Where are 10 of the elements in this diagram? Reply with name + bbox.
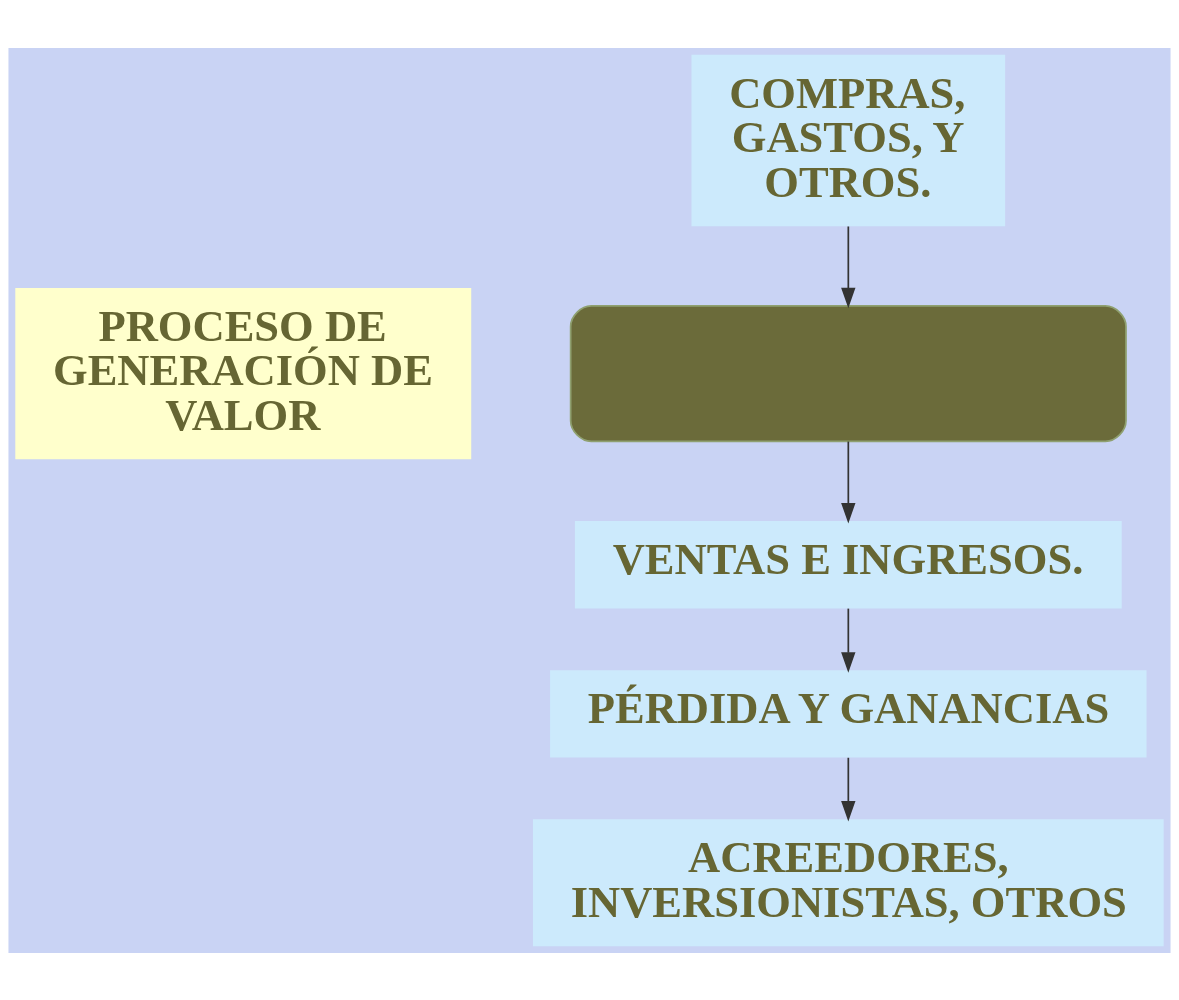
- arrow: [841, 756, 856, 821]
- arrow: [841, 440, 856, 523]
- arrow: [841, 607, 856, 673]
- node-box: VENTAS E INGRESOS.: [574, 520, 1122, 608]
- node-box: PROCESO DE GENERACIÓN DE VALOR: [15, 287, 472, 459]
- arrow: [841, 225, 856, 308]
- node-box: COMPRAS, GASTOS, Y OTROS.: [691, 54, 1006, 226]
- node-box: PÉRDIDA Y GANANCIAS: [550, 669, 1147, 758]
- node-box: [569, 304, 1127, 442]
- node-box: ACREEDORES, INVERSIONISTAS, OTROS: [532, 818, 1164, 946]
